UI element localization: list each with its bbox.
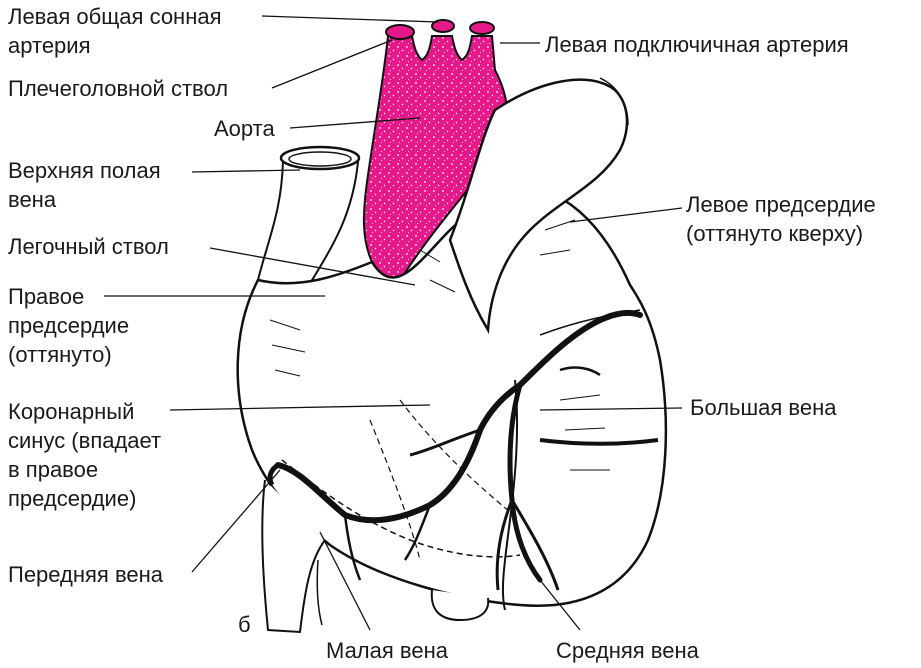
label-pulmonary-trunk: Легочный ствол bbox=[8, 232, 169, 261]
label-line: Левая общая сонная bbox=[8, 2, 222, 31]
label-right-atrium: Правое предсердие (оттянуто) bbox=[8, 282, 129, 369]
label-line: в правое bbox=[8, 455, 161, 484]
leader-left-common-carotid bbox=[262, 16, 438, 22]
label-line: предсердие bbox=[8, 311, 129, 340]
label-anterior-vein: Передняя вена bbox=[8, 560, 163, 589]
label-line: (оттянуто) bbox=[8, 340, 129, 369]
label-line: Коронарный bbox=[8, 397, 161, 426]
label-line: предсердие) bbox=[8, 484, 161, 513]
label-line: вена bbox=[8, 185, 161, 214]
label-great-vein: Большая вена bbox=[690, 393, 836, 422]
label-line: Левое предсердие bbox=[686, 190, 876, 219]
label-left-subclavian: Левая подключичная артерия bbox=[545, 30, 849, 59]
label-brachiocephalic: Плечеголовной ствол bbox=[8, 74, 228, 103]
label-middle-vein: Средняя вена bbox=[556, 636, 699, 665]
label-left-atrium: Левое предсердие (оттянуто кверху) bbox=[686, 190, 876, 248]
panel-letter: б bbox=[238, 612, 251, 637]
label-line: Верхняя полая bbox=[8, 156, 161, 185]
label-superior-vena-cava: Верхняя полая вена bbox=[8, 156, 161, 214]
leader-left-atrium bbox=[570, 208, 682, 222]
label-line: синус (впадает bbox=[8, 426, 161, 455]
label-aorta: Аорта bbox=[214, 114, 275, 143]
label-small-vein: Малая вена bbox=[326, 636, 448, 665]
label-coronary-sinus: Коронарный синус (впадает в правое предс… bbox=[8, 397, 161, 513]
label-line: артерия bbox=[8, 31, 222, 60]
label-left-common-carotid: Левая общая сонная артерия bbox=[8, 2, 222, 60]
label-line: Правое bbox=[8, 282, 129, 311]
leader-brachiocephalic bbox=[272, 40, 392, 88]
label-line: (оттянуто кверху) bbox=[686, 219, 876, 248]
